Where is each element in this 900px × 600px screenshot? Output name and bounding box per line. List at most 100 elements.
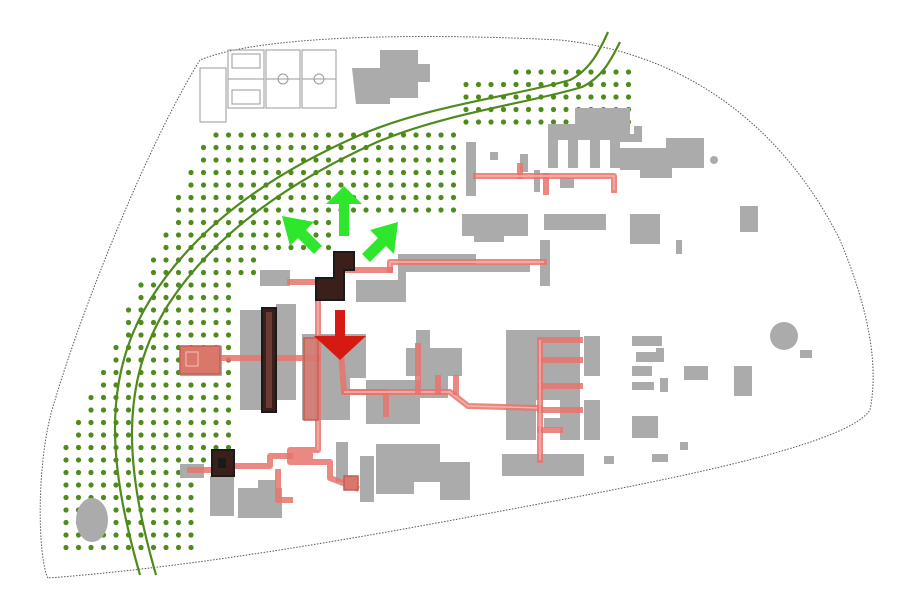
tree-dot: [313, 194, 319, 201]
tree-dot: [75, 419, 82, 426]
tree-dot: [63, 482, 69, 488]
tree-dot: [450, 144, 457, 151]
tree-dot: [138, 544, 144, 551]
tree-dot: [313, 219, 319, 226]
tree-dot: [550, 69, 557, 75]
tree-dot: [225, 144, 232, 151]
tree-dot: [163, 494, 169, 501]
tree-dot: [225, 432, 232, 438]
tree-dot: [125, 494, 132, 501]
tree-dot: [150, 394, 157, 401]
tree-dot: [213, 207, 219, 213]
tree-dot: [63, 457, 69, 463]
tree-dot: [538, 81, 544, 88]
river: [113, 31, 621, 576]
tree-dot: [175, 394, 182, 401]
tree-dot: [100, 482, 107, 488]
tree-dot: [213, 269, 219, 276]
northeast-arrow: [362, 222, 398, 262]
tree-dot: [125, 469, 132, 476]
tree-dot: [213, 407, 219, 413]
tree-dot: [113, 532, 119, 538]
tree-dot: [88, 432, 94, 438]
tree-dot: [188, 407, 194, 413]
tree-dot: [313, 144, 319, 151]
tree-dot: [225, 369, 232, 376]
tree-dot: [538, 119, 544, 125]
tree-dot: [113, 519, 119, 526]
tree-dot: [163, 357, 169, 363]
tree-dot: [125, 319, 132, 326]
tree-dot: [150, 257, 157, 263]
north-arrow: [326, 186, 362, 236]
tree-dot: [63, 519, 69, 526]
tree-dot: [400, 157, 407, 163]
tree-dot: [238, 244, 244, 251]
tree-dot: [225, 269, 232, 276]
tree-dot: [213, 307, 219, 313]
tree-dot: [113, 494, 119, 501]
tree-dot: [225, 244, 232, 251]
tree-dot: [313, 207, 319, 213]
tree-dot: [163, 532, 169, 538]
tree-dot: [163, 432, 169, 438]
tree-dot: [175, 232, 182, 238]
tree-dot: [188, 519, 194, 526]
tree-dot: [88, 482, 94, 488]
tree-dot: [138, 457, 144, 463]
tree-dot: [125, 407, 132, 413]
tree-dot: [525, 81, 532, 88]
tree-dot: [163, 294, 169, 301]
tree-dot: [225, 219, 232, 226]
tree-dot: [175, 307, 182, 313]
tree-dot: [325, 182, 332, 188]
tree-dot: [250, 207, 257, 213]
tree-dot: [288, 194, 294, 201]
tree-dot: [88, 544, 94, 551]
tree-dot: [125, 382, 132, 388]
tree-dot: [200, 144, 207, 151]
tree-dot: [613, 81, 619, 88]
tree-dot: [413, 144, 419, 151]
tree-dot: [463, 119, 469, 125]
tree-dot: [100, 394, 107, 401]
tree-dot: [175, 519, 182, 526]
tree-dot: [625, 94, 632, 100]
tree-dot: [275, 244, 282, 251]
tree-dot: [200, 182, 207, 188]
tree-dot: [125, 432, 132, 438]
tree-dot: [113, 482, 119, 488]
tree-dot: [175, 457, 182, 463]
tree-dot: [163, 407, 169, 413]
tree-dot: [188, 544, 194, 551]
tree-dot: [213, 169, 219, 176]
tree-dot: [513, 106, 519, 113]
tree-dot: [188, 494, 194, 501]
tree-dot: [300, 169, 307, 176]
tree-dot: [175, 219, 182, 226]
tree-dot: [275, 157, 282, 163]
tree-dot: [100, 419, 107, 426]
tree-dot: [100, 444, 107, 451]
tree-dot: [175, 469, 182, 476]
tree-dot: [113, 544, 119, 551]
tree-dot: [463, 106, 469, 113]
tree-dot: [263, 194, 269, 201]
tree-dot: [325, 232, 332, 238]
tree-dot: [213, 257, 219, 263]
tree-dot: [225, 332, 232, 338]
tree-dot: [325, 157, 332, 163]
tree-dot: [250, 219, 257, 226]
tree-dot: [125, 507, 132, 513]
tree-dot: [88, 407, 94, 413]
tree-dot: [125, 357, 132, 363]
tree-dot: [75, 457, 82, 463]
tree-dot: [213, 332, 219, 338]
tree-dot: [225, 382, 232, 388]
tree-dot: [275, 219, 282, 226]
tree-dot: [163, 382, 169, 388]
tree-dot: [113, 357, 119, 363]
tree-dot: [175, 332, 182, 338]
northwest-arrow: [282, 216, 322, 254]
tree-dot: [100, 494, 107, 501]
